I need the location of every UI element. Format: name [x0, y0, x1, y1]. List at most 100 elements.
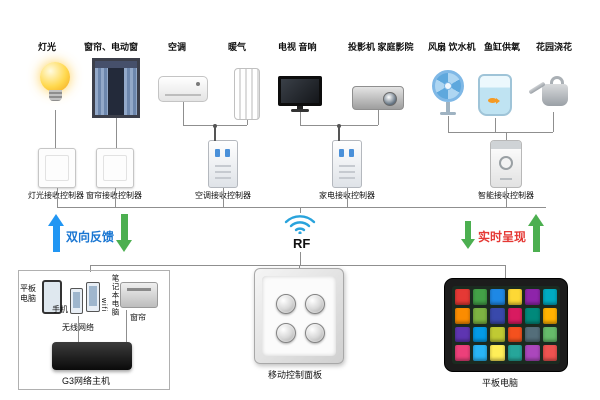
- connector-line: [116, 118, 117, 148]
- laptop-label: 笔记本电脑: [111, 274, 120, 317]
- connector-line: [448, 132, 553, 133]
- mini-tablet-icon: [42, 280, 62, 314]
- app-icon: [507, 307, 522, 324]
- app-icon: [490, 345, 505, 361]
- connector-line: [506, 132, 507, 140]
- printer-label: 窗帘: [130, 313, 146, 322]
- app-icon: [507, 326, 522, 343]
- panel-button: [276, 294, 296, 314]
- rf-label: RF: [293, 236, 311, 251]
- controller-label-curtain: 窗帘接收控制器: [86, 191, 142, 200]
- app-icon: [525, 345, 540, 361]
- connector-line: [183, 102, 184, 125]
- connector-line: [347, 188, 348, 207]
- panel-plate: [262, 276, 336, 356]
- device-label-ac: 空调: [168, 42, 187, 52]
- phone-icon: [86, 282, 100, 312]
- connector-line: [299, 265, 300, 270]
- tablet-icon: [444, 278, 568, 372]
- connector-line: [55, 110, 56, 148]
- projector-icon: [352, 86, 404, 110]
- g3-network-host-icon: [52, 342, 132, 370]
- panel-button: [305, 294, 325, 314]
- connector-line: [90, 265, 91, 272]
- connector-line: [505, 265, 506, 278]
- window-curtain-icon: [92, 58, 140, 118]
- control-bus-line: [90, 265, 505, 266]
- app-icon: [525, 289, 540, 305]
- printer-icon: [120, 282, 158, 308]
- app-icon: [490, 289, 505, 305]
- app-icon: [507, 345, 522, 361]
- device-label-fishtank: 鱼缸供氧: [484, 42, 521, 52]
- wifi-signal-icon: [284, 215, 316, 234]
- smart-receiver-controller: [490, 140, 522, 188]
- app-icon: [455, 307, 470, 324]
- app-icon: [490, 326, 505, 343]
- connector-line: [115, 188, 116, 207]
- feedback-up-arrow: [48, 214, 64, 252]
- device-label-lighting: 灯光: [38, 42, 57, 52]
- app-icon: [455, 289, 470, 305]
- realtime-down-arrow: [461, 221, 475, 249]
- device-label-projector: 投影机 家庭影院: [348, 42, 414, 52]
- wifi-sub-label: wifi: [100, 298, 107, 313]
- appliance-receiver-controller: [332, 124, 362, 188]
- realtime-up-arrow: [528, 214, 544, 252]
- app-icon: [455, 345, 470, 361]
- app-icon: [472, 345, 487, 361]
- mini-tablet-label: 平板电脑: [20, 284, 36, 303]
- panel-button: [305, 323, 325, 343]
- watering-can-icon: [528, 76, 576, 112]
- app-icon: [542, 326, 557, 343]
- feedback-label: 双向反馈: [66, 230, 115, 244]
- connector-line: [78, 316, 79, 343]
- control-devices-group: [18, 270, 170, 390]
- app-icon: [490, 307, 505, 324]
- realtime-label: 实时呈现: [478, 230, 527, 244]
- app-icon: [472, 326, 487, 343]
- ac-receiver-controller: [208, 124, 238, 188]
- app-icon: [455, 326, 470, 343]
- device-label-curtain: 窗帘、电动窗: [84, 42, 139, 52]
- device-label-garden: 花园浇花: [536, 42, 573, 52]
- app-icon: [525, 326, 540, 343]
- tablet-app-grid: [452, 286, 560, 364]
- heater-icon: [234, 68, 260, 120]
- fish-tank-icon: [478, 74, 512, 116]
- app-icon: [542, 345, 557, 361]
- phone-icon: [70, 288, 83, 314]
- air-conditioner-icon: [158, 76, 208, 102]
- tablet-label: 平板电脑: [482, 378, 519, 388]
- app-icon: [542, 289, 557, 305]
- curtain-receiver-controller: [96, 148, 134, 188]
- connector-line: [300, 112, 301, 125]
- panel-label: 移动控制面板: [268, 370, 323, 380]
- connector-line: [506, 188, 507, 207]
- light-receiver-controller: [38, 148, 76, 188]
- connector-line: [300, 207, 301, 213]
- app-icon: [542, 307, 557, 324]
- app-icon: [472, 307, 487, 324]
- device-label-fan: 风扇 饮水机: [428, 42, 476, 52]
- app-icon: [525, 307, 540, 324]
- fan-icon: [432, 70, 464, 115]
- connector-line: [300, 252, 301, 265]
- controller-label-light: 灯光接收控制器: [28, 191, 84, 200]
- light-bulb-icon: [40, 62, 70, 101]
- connector-line: [378, 110, 379, 125]
- connector-line: [247, 120, 248, 125]
- device-label-heater: 暖气: [228, 42, 247, 52]
- tv-icon: [278, 76, 322, 112]
- connector-line: [553, 112, 554, 132]
- app-icon: [472, 289, 487, 305]
- app-icon: [507, 289, 522, 305]
- rf-bus-line: [57, 207, 546, 208]
- connector-line: [495, 118, 496, 132]
- panel-button: [276, 323, 296, 343]
- feedback-down-arrow: [116, 214, 132, 252]
- mobile-control-panel: [254, 268, 344, 364]
- device-label-tv-audio: 电视 音响: [278, 42, 317, 52]
- connector-line: [448, 116, 449, 132]
